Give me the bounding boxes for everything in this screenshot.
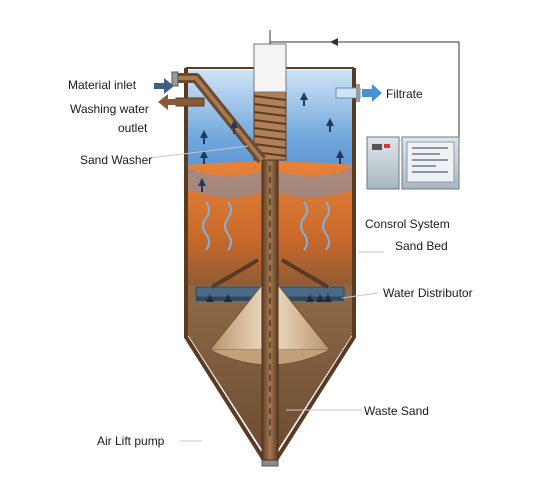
- washing-water-outlet-label-2: outlet: [118, 121, 148, 135]
- sand-washer-label: Sand Washer: [80, 153, 153, 167]
- washing-water-outlet-label-1: Washing water: [70, 102, 149, 116]
- control-system-label: Consrol System: [365, 217, 450, 231]
- material-inlet-arrow: [154, 78, 174, 94]
- distributor-arrows: [206, 294, 332, 302]
- filtrate-arrow: [362, 84, 382, 102]
- washing-water-arrow: [158, 94, 178, 110]
- leader-lines: [149, 145, 384, 442]
- washing-water-outlet-pipe: [175, 97, 205, 107]
- wavy-flow: [202, 201, 330, 251]
- sand-washer: [253, 89, 287, 161]
- control-system-panel: [366, 136, 460, 190]
- air-lift-pump-label: Air Lift pump: [97, 434, 165, 448]
- water-distributor-label: Water Distributor: [383, 286, 473, 300]
- upflow-arrows: [198, 92, 344, 192]
- filtrate-pipe: [335, 84, 361, 102]
- control-line: [269, 30, 460, 140]
- flow-arrows: [154, 78, 382, 110]
- material-inlet-pipe: [171, 71, 266, 164]
- waste-sand-label: Waste Sand: [364, 404, 429, 418]
- top-chimney: [253, 43, 287, 93]
- sand-bed-label: Sand Bed: [395, 239, 448, 253]
- filtrate-label: Filtrate: [386, 87, 423, 101]
- material-inlet-label: Material inlet: [68, 78, 137, 92]
